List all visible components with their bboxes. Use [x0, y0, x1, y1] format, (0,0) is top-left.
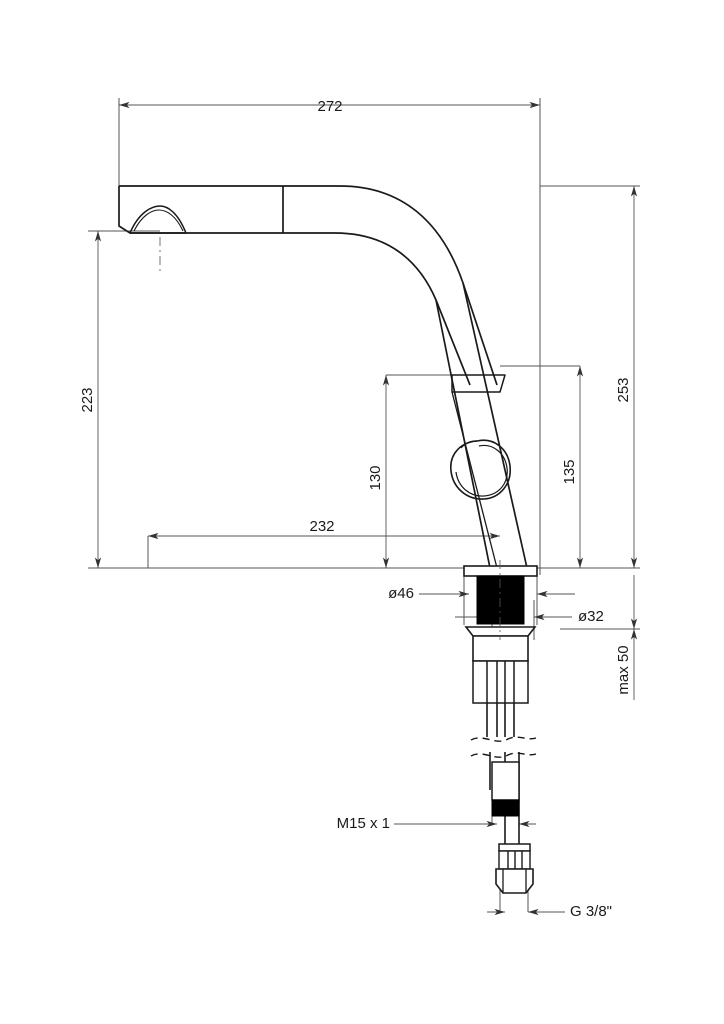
faucet-outline: [118, 185, 528, 569]
dim-g38-label: G 3/8": [570, 903, 612, 920]
dim-d46-label: ø46: [388, 585, 414, 602]
dimension-lines: [94, 101, 638, 916]
body-back-edge: [462, 282, 528, 569]
body-collar-top: [451, 374, 506, 393]
spout-upper-profile: [119, 185, 498, 386]
thread-body: [491, 761, 520, 801]
body-inner-line: [451, 391, 498, 569]
dim-232-label: 232: [309, 518, 334, 535]
dim-d32-label: ø32: [578, 608, 604, 625]
handle-hook: [460, 440, 478, 449]
mount-nut: [472, 660, 529, 704]
dim-272-label: 272: [317, 98, 342, 115]
mount-collar: [472, 635, 529, 662]
break-lines: [470, 736, 537, 758]
dim-135-label: 135: [561, 459, 578, 484]
base-flange: [463, 565, 538, 577]
base-washer: [464, 626, 537, 637]
base-assembly: [463, 565, 538, 704]
thread-solid: [491, 799, 520, 817]
dim-max50-label: max 50: [615, 645, 632, 694]
dim-253-label: 253: [615, 377, 632, 402]
supply-connector: [495, 843, 534, 894]
dim-m15-label: M15 x 1: [337, 815, 390, 832]
thread-section: [491, 761, 520, 817]
aerator-inner-arc: [133, 209, 184, 232]
hex-nut: [495, 868, 534, 894]
dim-130-label: 130: [367, 465, 384, 490]
base-shank-solid: [476, 575, 525, 625]
spout-lower-profile: [118, 186, 471, 386]
center-lines: [159, 237, 501, 640]
handle-knob: [450, 439, 511, 500]
handle-knob-inner: [455, 444, 508, 497]
aerator-dome: [129, 205, 187, 234]
dim-223-label: 223: [79, 387, 96, 412]
extension-lines: [88, 98, 640, 912]
